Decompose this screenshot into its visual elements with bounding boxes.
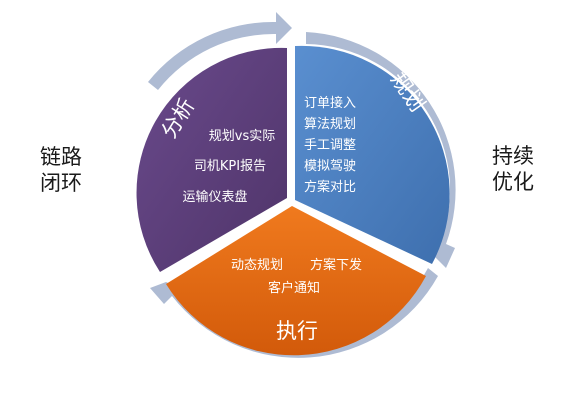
planning-item: 手工调整 xyxy=(304,138,356,153)
ring-arrow-right xyxy=(306,32,456,268)
left-side-label: 链路 闭环 xyxy=(40,144,82,196)
planning-item: 方案对比 xyxy=(304,179,356,195)
segment-analysis xyxy=(136,47,287,272)
execution-item: 方案下发 xyxy=(310,257,362,273)
planning-item: 订单接入 xyxy=(304,95,356,111)
right-label-line2: 优化 xyxy=(492,170,534,194)
planning-item: 模拟驾驶 xyxy=(304,159,356,174)
right-label-line1: 持续 xyxy=(492,144,534,168)
execution-title: 执行 xyxy=(276,319,318,343)
segment-execution xyxy=(166,206,426,356)
analysis-item: 规划vs实际 xyxy=(209,129,275,144)
execution-item: 客户通知 xyxy=(268,280,320,296)
planning-item: 算法规划 xyxy=(304,117,356,132)
analysis-item: 司机KPI报告 xyxy=(194,159,266,174)
left-label-line1: 链路 xyxy=(40,145,82,169)
analysis-item: 运输仪表盘 xyxy=(182,189,247,205)
execution-item: 动态规划 xyxy=(231,258,283,273)
left-label-line2: 闭环 xyxy=(40,171,82,195)
segment-planning xyxy=(295,45,450,264)
right-side-label: 持续 优化 xyxy=(492,143,534,195)
ring-arrow-top-left xyxy=(148,12,292,90)
